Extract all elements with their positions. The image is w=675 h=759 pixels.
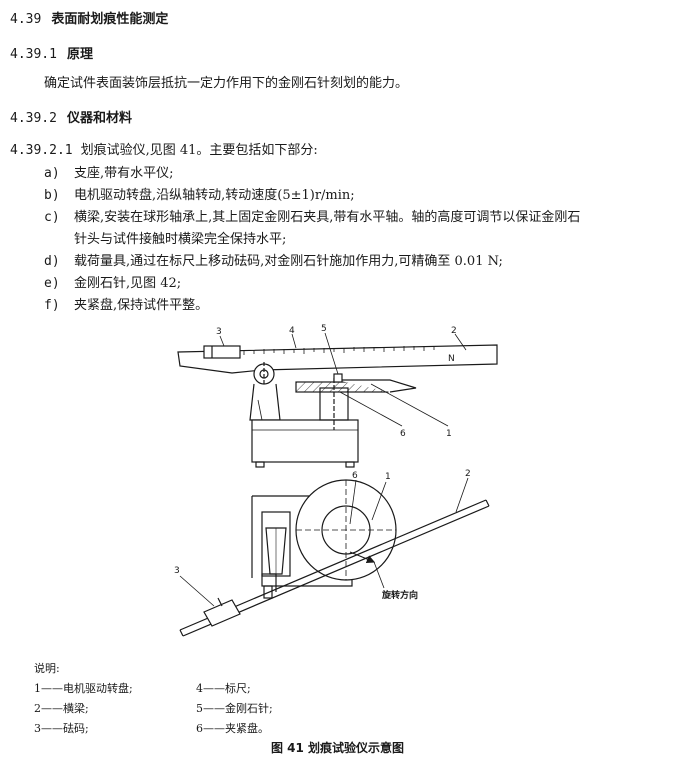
- list-item: a)支座,带有水平仪;: [44, 166, 174, 181]
- legend-title: 说明:: [34, 662, 60, 675]
- callout-n: N: [448, 354, 455, 364]
- callout-2: 2: [451, 326, 457, 336]
- list-item: c)横梁,安装在球形轴承上,其上固定金刚石夹具,带有水平轴。轴的高度可调节以保证…: [44, 210, 581, 225]
- callout-6: 6: [400, 429, 406, 439]
- rotation-direction-label: 旋转方向: [381, 589, 418, 601]
- list-item-continuation: 针头与试件接触时横梁完全保持水平;: [74, 232, 287, 247]
- callout-1: 1: [446, 429, 452, 439]
- callout-3: 3: [174, 566, 180, 576]
- figure-caption: 图 41 划痕试验仪示意图: [270, 741, 405, 755]
- callout-3: 3: [216, 327, 222, 337]
- weight-shape: [203, 345, 241, 359]
- legend-item: 5——金刚石针;: [196, 702, 273, 715]
- list-item: e)金刚石针,见图 42;: [44, 276, 182, 291]
- legend-item: 6——夹紧盘。: [196, 722, 269, 735]
- callout-2: 2: [465, 469, 471, 479]
- legend-item: 2——横梁;: [34, 702, 89, 715]
- list-item: f)夹紧盘,保持试件平整。: [44, 298, 209, 313]
- legend-item: 4——标尺;: [196, 682, 251, 695]
- callout-1: 1: [385, 472, 391, 482]
- list-item: b)电机驱动转盘,沿纵轴转动,转动速度(5±1)r/min;: [44, 188, 355, 203]
- base-shape: [251, 419, 359, 463]
- list-item: d)载荷量具,通过在标尺上移动砝码,对金刚石针施加作用力,可精确至 0.01 N…: [44, 254, 503, 269]
- callout-5: 5: [321, 324, 327, 334]
- principle-text: 确定试件表面装饰层抵抗一定力作用下的金刚石针刻划的能力。: [44, 76, 409, 91]
- callout-4: 4: [289, 326, 295, 336]
- legend-item: 3——砝码;: [34, 722, 89, 735]
- legend-item: 1——电机驱动转盘;: [34, 682, 133, 695]
- callout-6: 6: [352, 471, 358, 481]
